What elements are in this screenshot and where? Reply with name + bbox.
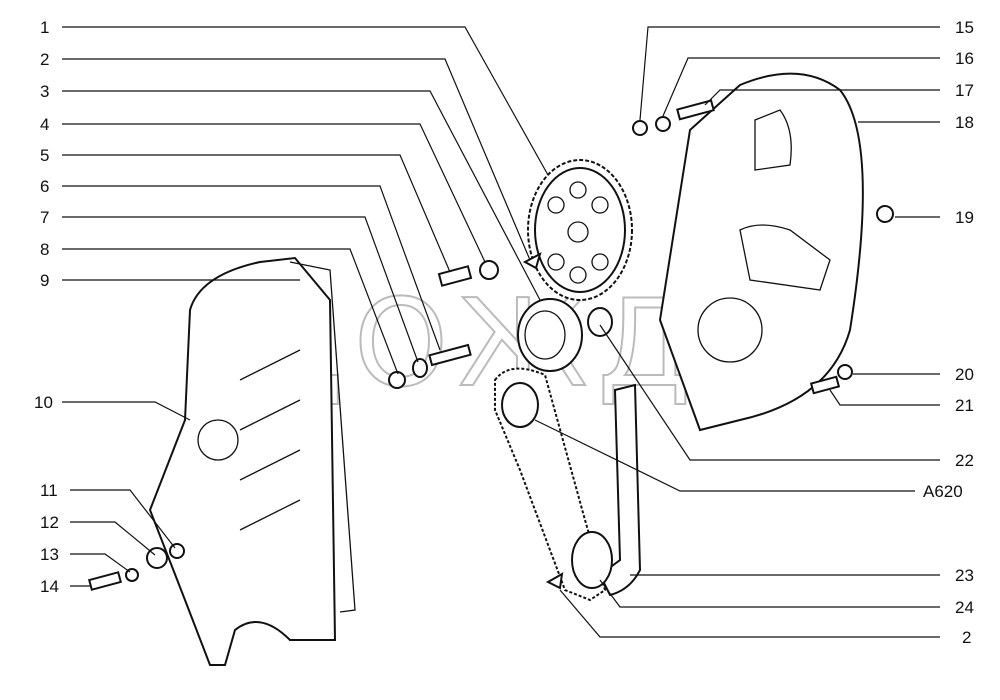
callout-label: 10 [34,393,53,412]
callout-label: 16 [955,49,974,68]
callout-label: 17 [955,81,974,100]
callout-label: 20 [955,365,974,384]
front-timing-cover [148,256,356,666]
rear-timing-cover [658,72,864,432]
camshaft-pulley [527,159,633,301]
callout-label: 23 [955,566,974,585]
callout-label: 18 [955,113,974,132]
callout-label: 1 [40,18,49,37]
callout-label: 4 [40,115,49,134]
callout-label: 24 [955,598,974,617]
callout-label: 5 [40,146,49,165]
left-callout-labels: 1 2 3 4 5 6 7 8 9 10 11 12 13 14 [34,18,59,596]
callout-label: 19 [955,208,974,227]
callout-label: 2 [40,50,49,69]
callout-label: 11 [40,481,58,500]
callout-label: A620 [923,482,963,501]
tensioner-roller [517,298,613,372]
timing-belt [494,367,642,602]
fasteners [87,99,894,591]
callout-label: 22 [955,451,974,470]
callout-label: 8 [40,240,49,259]
callout-label: 7 [40,208,49,227]
callout-label: 12 [40,513,59,532]
callout-label: 3 [40,82,49,101]
callout-label: 6 [40,177,49,196]
callout-label: 13 [40,545,59,564]
right-callout-labels: 15 16 17 18 19 20 21 22 A620 23 24 2 [923,18,974,647]
leader-lines [62,26,940,638]
callout-label: 21 [955,396,974,415]
callout-label: 14 [40,577,59,596]
callout-label: 9 [40,271,49,290]
callout-label: 15 [955,18,974,37]
callout-label: 2 [962,628,971,647]
